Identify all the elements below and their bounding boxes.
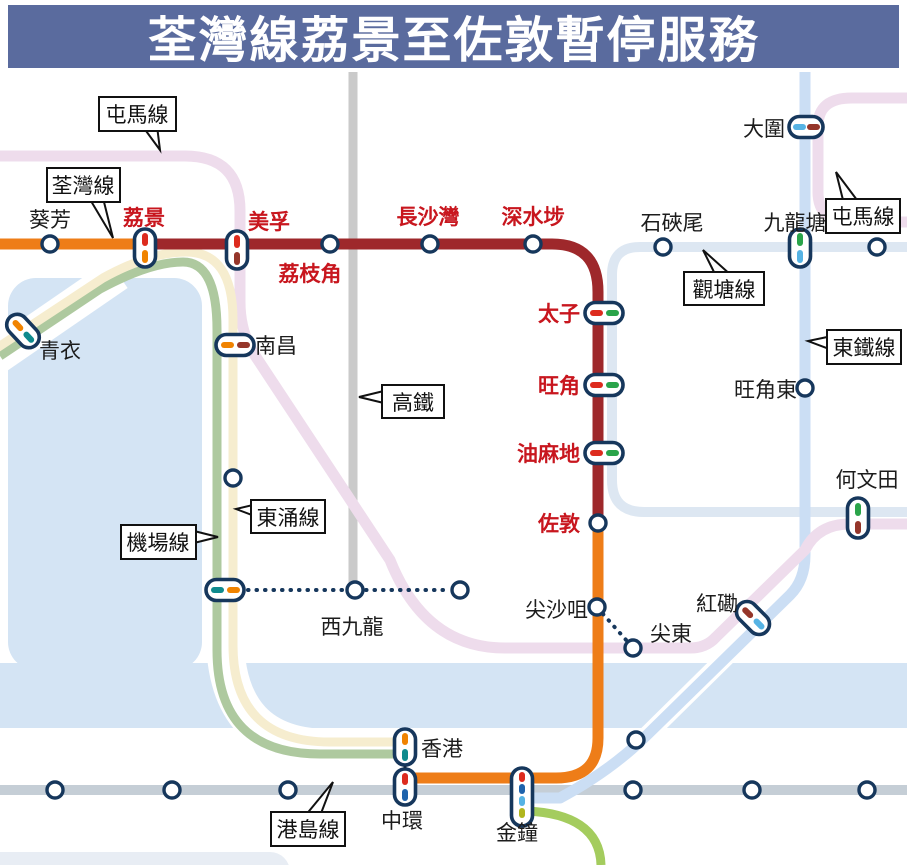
station-label-lai-king: 荔景 <box>123 206 165 230</box>
station-label-kwai-fong: 葵芳 <box>29 209 71 232</box>
bubble-tuen-ma-line-right: 屯馬線 <box>825 171 901 234</box>
interchange-prince-edward <box>583 300 625 326</box>
station-label-tsing-yi: 青衣 <box>39 340 81 363</box>
station-label-shek-kip-mei: 石硤尾 <box>641 212 704 235</box>
tsuen-wan-line-south-operating <box>402 530 604 784</box>
station-label-hong-kong: 香港 <box>421 738 463 761</box>
interchange-tai-wai <box>787 114 825 140</box>
svg-text:高鐵: 高鐵 <box>392 392 434 415</box>
station-unlabeled-ktl <box>867 237 887 257</box>
station-label-ho-man-tin: 何文田 <box>836 469 899 492</box>
station-cheung-sha-wan <box>420 234 440 254</box>
station-label-kowloon-tong: 九龍塘 <box>764 212 827 235</box>
bubble-east-rail-line: 東鐵線 <box>804 329 902 365</box>
station-label-east-tsim-sha-tsui: 尖東 <box>650 623 692 646</box>
rail-casing-tcl-ael <box>206 634 360 767</box>
svg-text:屯馬線: 屯馬線 <box>106 104 169 127</box>
interchange-kowloon-tong <box>787 227 813 269</box>
station-label-cheung-sha-wan: 長沙灣 <box>397 205 460 229</box>
station-austin-unlabeled <box>450 580 470 600</box>
south-island-line <box>526 806 606 865</box>
svg-text:港島線: 港島線 <box>277 819 340 842</box>
bubble-island-line: 港島線 <box>270 781 346 847</box>
station-west-kowloon <box>345 580 365 600</box>
land-shade-bottom-left <box>0 852 289 865</box>
svg-text:東鐵線: 東鐵線 <box>833 337 896 360</box>
station-isl-unlabeled-4 <box>623 780 643 800</box>
station-kwai-fong <box>40 234 60 254</box>
station-label-central: 中環 <box>381 810 423 833</box>
station-label-mong-kok-east: 旺角東 <box>734 379 797 402</box>
station-label-lai-chi-kok: 荔枝角 <box>279 262 342 286</box>
station-sham-shui-po <box>523 234 543 254</box>
page-title: 荃灣線荔景至佐敦暫停服務 <box>147 14 760 68</box>
interchange-nam-cheong <box>214 332 256 358</box>
walkway-tst-easttst <box>601 612 629 643</box>
station-lai-chi-kok <box>320 234 340 254</box>
station-mong-kok-east <box>795 378 815 398</box>
water-harbour-band <box>0 663 907 728</box>
svg-text:荃灣線: 荃灣線 <box>52 175 115 198</box>
tuen-ma-line-main <box>0 150 907 654</box>
bubble-kwun-tong-line: 觀塘線 <box>683 249 765 306</box>
station-exhibition-unlabeled <box>626 730 646 750</box>
station-olympic-unlabeled <box>223 468 243 488</box>
station-label-sham-shui-po: 深水埗 <box>502 205 565 229</box>
east-rail-line <box>528 72 811 804</box>
station-label-tai-wai: 大圍 <box>743 118 785 141</box>
station-label-tsim-sha-tsui: 尖沙咀 <box>525 599 588 622</box>
station-label-mong-kok: 旺角 <box>538 374 580 398</box>
station-label-mei-foo: 美孚 <box>248 210 290 234</box>
interchange-admiralty <box>509 766 535 828</box>
interchange-kowloon-station <box>204 577 246 603</box>
station-isl-unlabeled-3 <box>278 780 298 800</box>
bubble-tung-chung-line: 東涌線 <box>232 499 326 534</box>
interchange-mei-foo <box>224 229 250 271</box>
station-shek-kip-mei <box>653 237 673 257</box>
bubble-tsuen-wan-line: 荃灣線 <box>46 167 121 239</box>
svg-text:屯馬線: 屯馬線 <box>832 206 895 229</box>
interchange-lai-king <box>132 227 158 269</box>
station-label-jordan: 佐敦 <box>537 512 581 536</box>
station-isl-unlabeled-2 <box>162 780 182 800</box>
station-label-hung-hom: 紅磡 <box>696 593 738 616</box>
station-label-prince-edward: 太子 <box>538 303 580 326</box>
bubble-high-speed-rail: 高鐵 <box>358 384 445 419</box>
interchange-yau-ma-tei <box>583 440 625 466</box>
water-left-blob <box>8 278 202 670</box>
interchange-central <box>392 767 418 807</box>
interchange-ho-man-tin <box>845 496 871 540</box>
svg-text:東涌線: 東涌線 <box>257 507 320 530</box>
station-isl-unlabeled-6 <box>857 780 877 800</box>
tsuen-wan-line-suspended-segment <box>140 238 604 516</box>
title-bar: 荃灣線荔景至佐敦暫停服務 <box>8 5 899 68</box>
station-east-tsim-sha-tsui <box>623 638 643 658</box>
interchange-hong-kong <box>392 727 418 767</box>
interchange-mong-kok <box>583 372 625 398</box>
interchange-tsing-yi <box>4 312 42 350</box>
bubble-airport-express-line: 機場線 <box>120 524 219 560</box>
station-isl-unlabeled-5 <box>742 780 762 800</box>
svg-text:觀塘線: 觀塘線 <box>693 279 756 302</box>
interchange-hung-hom <box>734 599 772 637</box>
bubble-tuen-ma-line-left: 屯馬線 <box>98 96 177 154</box>
station-tsim-sha-tsui <box>587 597 607 617</box>
station-label-yau-ma-tei: 油麻地 <box>517 442 580 466</box>
station-label-admiralty: 金鐘 <box>496 822 538 845</box>
svg-text:機場線: 機場線 <box>127 532 190 555</box>
station-label-west-kowloon: 西九龍 <box>321 616 384 639</box>
station-label-nam-cheong: 南昌 <box>255 335 297 358</box>
station-jordan <box>588 513 608 533</box>
station-isl-unlabeled-1 <box>45 780 65 800</box>
